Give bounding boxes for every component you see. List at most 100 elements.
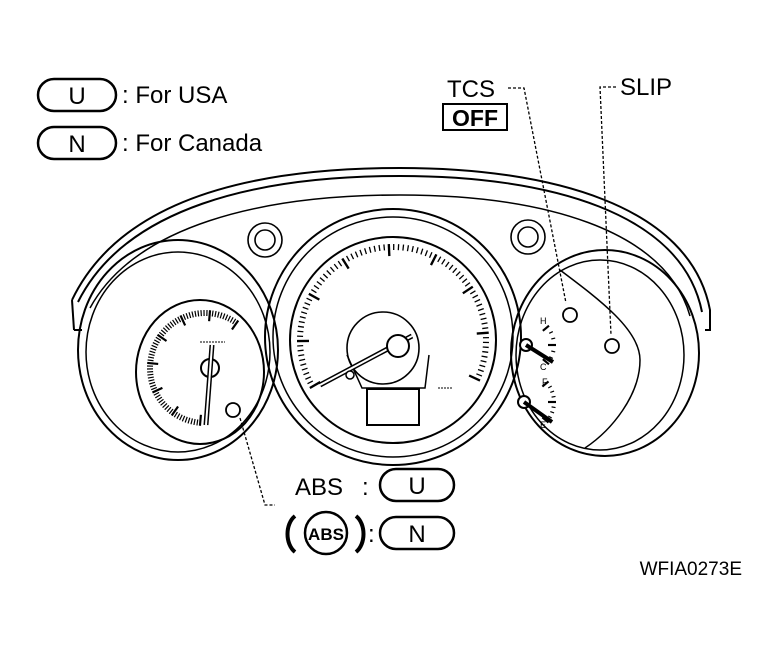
tachometer-tick <box>151 386 163 394</box>
speedometer-tick <box>415 247 419 254</box>
speedometer-tick <box>469 290 476 295</box>
fuel-tick <box>547 415 553 419</box>
speedometer-tick <box>420 248 424 255</box>
right-indicator-ring-inner <box>517 226 539 248</box>
tcs-leader-line <box>508 87 567 304</box>
speedometer-tick <box>313 284 320 290</box>
right-indicator-ring-outer <box>510 219 546 255</box>
speedometer-tick <box>326 270 332 276</box>
speedometer-tick <box>304 302 311 306</box>
left-indicator-ring-outer <box>247 222 283 258</box>
temperature-tick <box>542 358 550 366</box>
speedometer-tick <box>477 368 484 373</box>
tachometer-tick <box>181 415 186 422</box>
speedometer-tick <box>303 371 310 376</box>
speedometer-tick <box>481 322 488 325</box>
speedometer-center-disc <box>346 311 420 385</box>
speedometer-tick <box>476 303 483 307</box>
tachometer-tick <box>216 311 220 318</box>
speedometer-tick <box>387 244 391 257</box>
tachometer-tick <box>191 311 194 318</box>
tachometer-tick <box>224 314 229 321</box>
legend-canada: N : For Canada <box>36 125 263 161</box>
speedometer-bezel-inner <box>289 236 497 444</box>
tachometer-tick <box>149 381 156 385</box>
tachometer-tick <box>231 319 240 331</box>
tachometer-tick <box>179 314 187 326</box>
temperature-tick <box>551 350 556 353</box>
temperature-tick <box>542 324 550 332</box>
slip-callout: SLIP <box>599 74 672 336</box>
legend-canada-code: N <box>68 131 85 158</box>
speedometer-tick <box>452 267 458 274</box>
speedometer-tick <box>462 285 474 295</box>
speedometer-tick <box>298 320 305 324</box>
abs-usa-colon: : <box>362 474 369 501</box>
tachometer-tick <box>149 350 156 354</box>
tachometer-bezel-outer <box>77 239 279 461</box>
speedometer-tick <box>301 367 308 371</box>
legend-canada-badge <box>36 125 118 161</box>
abs-warning-lamp <box>225 402 241 418</box>
tachometer-needle-inner <box>205 344 213 426</box>
tachometer-tick <box>176 413 181 420</box>
tachometer-tick <box>208 310 212 322</box>
tcs-off-callout: TCS OFF <box>442 76 567 304</box>
tachometer-tick <box>214 310 217 318</box>
abs-leader-line <box>239 417 275 506</box>
speedometer-tick <box>302 306 309 310</box>
slip-label: SLIP <box>620 74 672 101</box>
tachometer-bezel-inner <box>85 251 271 453</box>
speedometer-tick <box>364 248 368 255</box>
temperature-h-mark: H <box>540 316 547 326</box>
speedometer-tick <box>464 282 471 287</box>
tachometer-tick <box>232 318 237 325</box>
cluster-housing <box>71 166 711 331</box>
abs-canada-code: N <box>408 521 425 548</box>
tachometer-tick <box>190 418 194 425</box>
off-box <box>442 103 508 131</box>
speedometer-tick <box>297 330 304 333</box>
speedometer-tick <box>300 363 307 366</box>
fuel-e-mark: E <box>540 420 546 430</box>
tachometer-tick <box>219 312 223 319</box>
legend-usa-badge <box>36 77 118 113</box>
tachometer-tick <box>156 333 168 342</box>
tachometer-tick <box>147 356 155 359</box>
fuel-tick <box>551 406 556 409</box>
abs-usa-row: ABS : U <box>295 467 456 503</box>
speedometer-tick <box>480 317 487 321</box>
speedometer-tick <box>481 355 488 358</box>
tachometer-tick <box>196 419 199 426</box>
housing-inner-arc <box>77 174 703 313</box>
legend-usa: U : For USA <box>36 77 227 113</box>
speedometer-tick <box>322 273 329 279</box>
abs-icon-text: ABS <box>308 525 344 544</box>
speedometer-tick <box>455 271 461 277</box>
tachometer-tick <box>155 336 162 341</box>
speedometer-tick <box>444 261 450 268</box>
tachometer-tick <box>147 376 154 379</box>
abs-usa-code: U <box>408 473 425 500</box>
tachometer-tick <box>229 316 234 323</box>
speedometer-tick <box>310 289 317 294</box>
tachometer-ticks <box>146 309 240 426</box>
speedometer-tick <box>480 359 487 363</box>
speedometer-tick <box>468 374 481 382</box>
speedometer-tick <box>437 256 442 263</box>
speedometer-tick <box>299 316 306 319</box>
speedometer-hub <box>386 334 410 358</box>
slip-leader-line <box>599 86 616 336</box>
tachometer-tick <box>149 384 157 388</box>
tachometer-tick <box>168 408 174 415</box>
fuel-tick <box>550 390 555 393</box>
speedometer-tick <box>424 250 429 257</box>
tachometer-tick <box>147 373 154 376</box>
tachometer-dial <box>135 299 265 445</box>
tachometer-tick <box>185 312 189 320</box>
tachometer-tick <box>151 344 158 349</box>
abs-canada-colon: : <box>368 521 375 548</box>
speedometer-tick <box>297 325 305 328</box>
speedometer-tick <box>383 244 386 251</box>
tachometer-tick <box>147 361 159 365</box>
